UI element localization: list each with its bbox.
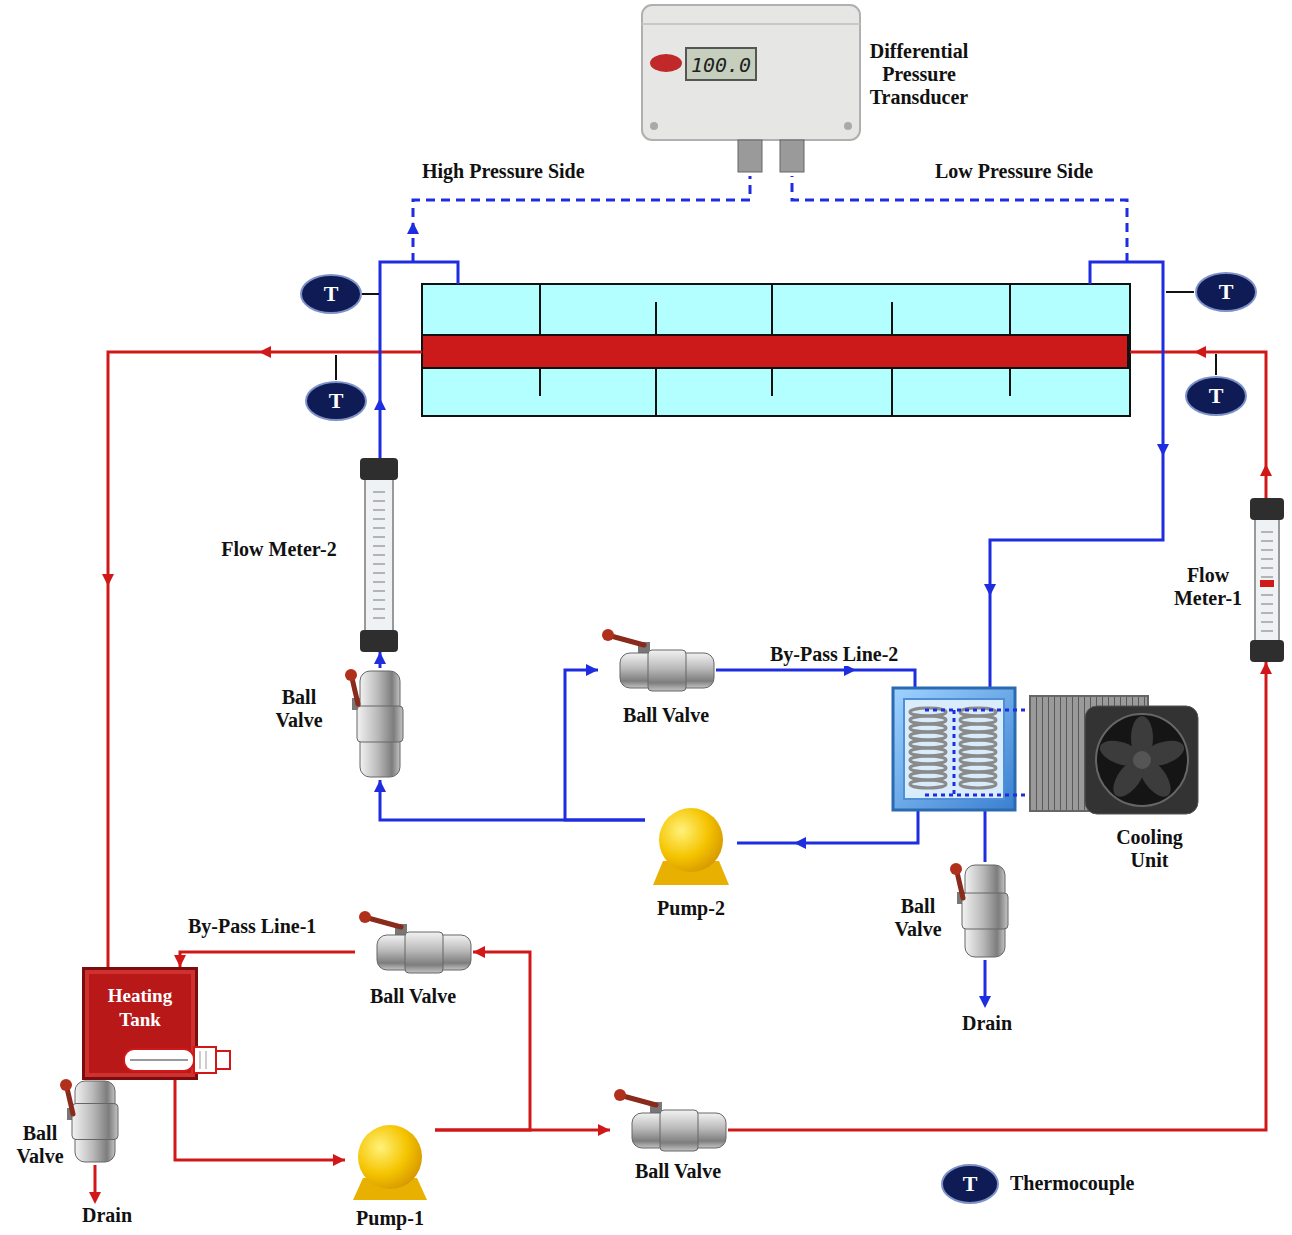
valve-symbol xyxy=(330,668,405,784)
legend-text: Thermocouple xyxy=(1010,1172,1134,1195)
line-label: By-Pass Line-2 xyxy=(768,643,900,666)
ball-valve: Ball Valve xyxy=(598,628,716,732)
valve-symbol xyxy=(598,628,716,694)
thermocouple-letter: T xyxy=(324,281,339,307)
pressure-transducer: 100.0 Differential Pressure Transducer xyxy=(640,0,980,178)
heating-tank: Heating Tank xyxy=(82,967,198,1080)
drain-label: Drain xyxy=(960,1012,1014,1035)
fan-radiator xyxy=(1030,688,1200,822)
pressure-side-label: High Pressure Side xyxy=(420,160,587,183)
rotameter-symbol xyxy=(357,458,401,656)
part-label: Flow Meter-1 xyxy=(1172,564,1244,610)
thermocouple-letter: T xyxy=(1219,279,1234,305)
thermocouple-letter: T xyxy=(329,388,344,414)
heater-element xyxy=(122,1045,232,1079)
hot-water-pipe xyxy=(180,952,355,967)
pump: Pump-1 xyxy=(345,1122,435,1234)
pump: Pump-2 xyxy=(645,805,737,925)
ball-valve: Ball Valve xyxy=(355,910,473,1010)
hot-water-pipe xyxy=(728,662,1266,1130)
ball-valve: Ball Valve xyxy=(270,668,405,780)
hot-water-pipe xyxy=(435,952,530,1130)
pump-symbol xyxy=(345,1122,435,1206)
part-label: Ball Valve xyxy=(628,1160,728,1183)
part-label: Pump-1 xyxy=(345,1207,435,1230)
thermocouple-letter: T xyxy=(963,1171,978,1197)
tank-label: Heating Tank xyxy=(92,984,188,1032)
thermocouple-letter: T xyxy=(1209,383,1224,409)
rotameter-symbol xyxy=(1247,498,1287,666)
valve-symbol xyxy=(935,862,1010,964)
part-label: Ball Valve xyxy=(363,985,463,1008)
thermocouple: T xyxy=(1195,272,1257,312)
cold-water-pipe xyxy=(379,652,382,668)
part-label: Ball Valve xyxy=(616,704,716,727)
part-label: Pump-2 xyxy=(645,897,737,920)
thermocouple: T xyxy=(305,381,367,421)
flow-meter: Flow Meter-1 xyxy=(1172,498,1289,662)
part-label: Cooling Unit xyxy=(1102,826,1197,872)
hot-water-pipe xyxy=(175,1080,345,1160)
ball-valve: Ball Valve xyxy=(12,1078,120,1170)
drain-label: Drain xyxy=(80,1204,134,1227)
pressure-side-label: Low Pressure Side xyxy=(933,160,1095,183)
part-label: Flow Meter-2 xyxy=(210,538,348,561)
part-label: Ball Valve xyxy=(270,686,328,732)
flow-meter: Flow Meter-2 xyxy=(210,458,402,652)
line-label: By-Pass Line-1 xyxy=(186,915,318,938)
part-label: Differential Pressure Transducer xyxy=(860,40,978,109)
cold-water-pipe xyxy=(380,780,645,820)
part-label: Ball Valve xyxy=(12,1122,68,1168)
thermocouple: T xyxy=(1185,376,1247,416)
ball-valve: Ball Valve xyxy=(610,1088,728,1188)
display-reading: 100.0 xyxy=(688,53,754,77)
pump-symbol xyxy=(645,805,737,891)
cooling-unit: Cooling Unit xyxy=(1030,688,1200,880)
transducer-body xyxy=(640,0,862,182)
ball-valve: Ball Valve xyxy=(890,862,1010,960)
valve-symbol xyxy=(355,910,473,976)
part-label: Ball Valve xyxy=(890,895,946,941)
cold-water-pipe xyxy=(565,670,645,820)
valve-symbol xyxy=(610,1088,728,1154)
thermocouple: T xyxy=(300,274,362,314)
